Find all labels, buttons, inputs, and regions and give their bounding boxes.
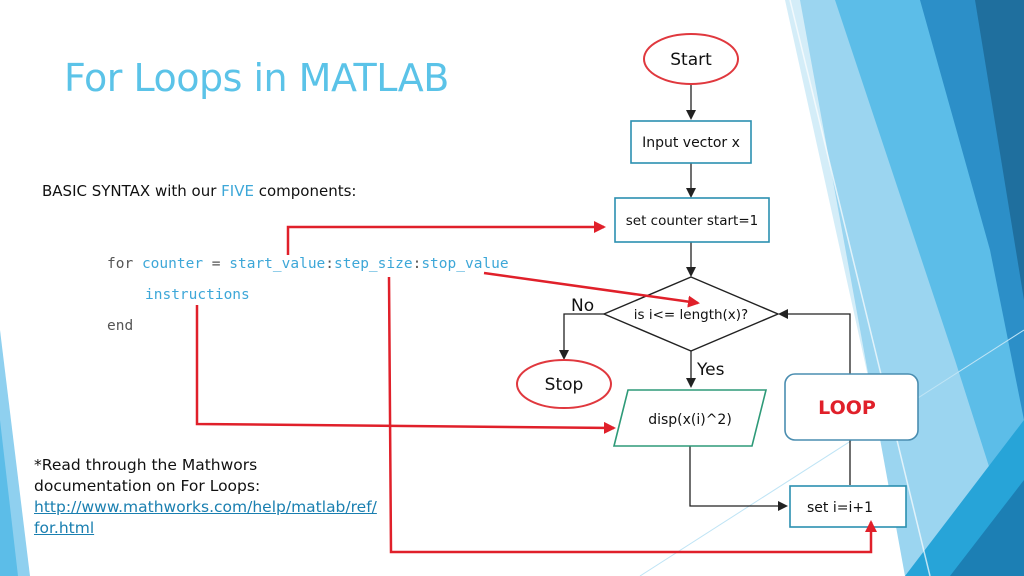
code-stop-value: stop_value — [421, 256, 509, 272]
code-colon-1: : — [325, 256, 335, 272]
syntax-intro: BASIC SYNTAX with our FIVE components: — [42, 182, 356, 200]
stop-label: Stop — [545, 375, 584, 395]
no-label: No — [571, 296, 594, 316]
arrow-step-to-increment — [387, 276, 877, 554]
arrow-stop-to-condition — [483, 271, 700, 308]
input-box — [630, 120, 752, 164]
condition-label: is i<= length(x)? — [634, 307, 748, 323]
code-counter: counter — [141, 256, 204, 272]
connector-disp-increment — [689, 446, 788, 511]
syntax-prefix: BASIC SYNTAX with our — [42, 182, 222, 200]
increment-box — [789, 485, 907, 528]
code-end-keyword: end — [107, 318, 134, 334]
yes-label: Yes — [696, 360, 725, 380]
disp-label: disp(x(i)^2) — [648, 412, 732, 428]
set-counter-label: set counter start=1 — [626, 213, 759, 229]
input-label: Input vector x — [642, 135, 740, 151]
loop-box — [784, 373, 919, 441]
code-line-for: for counter = start_value:step_size:stop… — [107, 256, 509, 272]
code-start-value: start_value — [229, 256, 326, 272]
code-for-keyword: for — [107, 256, 134, 272]
stop-terminal — [516, 359, 612, 409]
code-instructions: instructions — [145, 287, 250, 303]
code-colon-2: : — [412, 256, 422, 272]
loop-label: LOOP — [818, 397, 876, 419]
set-counter-box — [614, 197, 770, 243]
increment-label: set i=i+1 — [807, 500, 873, 516]
code-step-size: step_size — [334, 256, 413, 272]
code-equals: = — [211, 256, 221, 272]
arrow-instructions-to-disp — [195, 305, 616, 434]
slide-title: For Loops in MATLAB — [64, 56, 449, 100]
note-text: *Read through the Mathwors documentation… — [34, 456, 261, 495]
arrow-start-to-set-counter — [286, 221, 606, 255]
start-label: Start — [670, 50, 712, 70]
start-terminal — [643, 33, 739, 85]
connector-no-stop — [559, 313, 604, 360]
documentation-link[interactable]: http://www.mathworks.com/help/matlab/ref… — [34, 498, 377, 537]
syntax-suffix: components: — [253, 182, 357, 200]
documentation-note: *Read through the Mathwors documentation… — [34, 455, 379, 539]
annotation-arrows — [195, 221, 877, 554]
syntax-highlight: FIVE — [221, 182, 254, 200]
disp-box — [612, 389, 768, 447]
